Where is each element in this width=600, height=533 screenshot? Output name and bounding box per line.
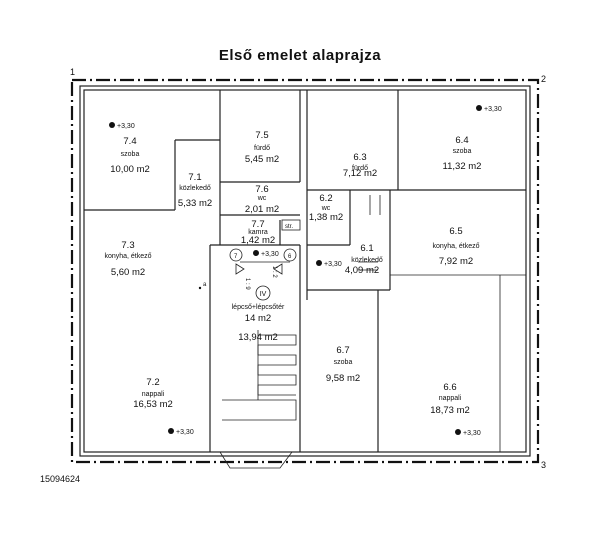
level-mark: +3,30 bbox=[476, 105, 502, 113]
room-area: 1,38 m2 bbox=[309, 212, 343, 223]
outer-wall bbox=[79, 85, 531, 457]
room-area: 7,12 m2 bbox=[343, 168, 377, 179]
stairwell-area: 14 m2 bbox=[245, 313, 271, 324]
stair-flight-label: 1 : 2 bbox=[271, 266, 277, 278]
level-mark-icon bbox=[316, 260, 322, 266]
corner-label: 1 bbox=[70, 67, 75, 77]
document-number: 15094624 bbox=[40, 474, 81, 484]
stair-marker-label: 7 bbox=[234, 254, 238, 260]
room-number: 6.6 bbox=[443, 382, 456, 393]
level-mark-text: +3,30 bbox=[484, 106, 502, 113]
room-name: közlekedő bbox=[179, 185, 211, 192]
elevation-tag: a bbox=[203, 282, 207, 288]
level-mark: +3,30 bbox=[168, 428, 194, 436]
room-number: 7.5 bbox=[255, 130, 268, 141]
stair-landing bbox=[222, 399, 297, 421]
stair-marker bbox=[283, 248, 297, 262]
room-number: 7.2 bbox=[146, 377, 159, 388]
corner-label: 3 bbox=[541, 460, 546, 470]
room-area: 7,92 m2 bbox=[439, 256, 473, 267]
room-name: szoba bbox=[334, 359, 353, 366]
bay-window bbox=[219, 451, 293, 469]
outer-wall-inner bbox=[83, 89, 527, 453]
room-area: 4,09 m2 bbox=[345, 265, 379, 276]
room-number: 7.1 bbox=[188, 172, 201, 183]
room-number: 6.4 bbox=[455, 135, 468, 146]
room-area: 5,33 m2 bbox=[178, 198, 212, 209]
stair-marker bbox=[255, 285, 271, 301]
room-number: 6.1 bbox=[360, 243, 373, 254]
room-name: nappali bbox=[439, 395, 462, 402]
stair-number: IV bbox=[260, 291, 267, 298]
level-mark-icon bbox=[455, 429, 461, 435]
room-name: szoba bbox=[453, 148, 472, 155]
room-area: 16,53 m2 bbox=[133, 399, 173, 410]
level-mark-text: +3,30 bbox=[176, 429, 194, 436]
room-area: 5,60 m2 bbox=[111, 267, 145, 278]
room-name: nappali bbox=[142, 391, 165, 398]
room-area: 18,73 m2 bbox=[430, 405, 470, 416]
room-name: közlekedő bbox=[351, 257, 383, 264]
level-mark-text: +3,30 bbox=[463, 430, 481, 437]
level-mark-icon bbox=[168, 428, 174, 434]
room-name: wc bbox=[321, 205, 331, 212]
level-mark-text: +3,30 bbox=[117, 123, 135, 130]
section-outline bbox=[70, 78, 540, 464]
corner-label: 2 bbox=[541, 74, 546, 84]
room-number: 6.2 bbox=[319, 193, 332, 204]
room-number: 7.4 bbox=[123, 136, 136, 147]
stair-arrow bbox=[235, 263, 245, 275]
room-name: kamra bbox=[248, 229, 268, 236]
stair-marker bbox=[229, 248, 243, 262]
stair-steps bbox=[257, 334, 297, 396]
level-mark: +3,30 bbox=[253, 250, 279, 258]
room-number: 7.7 bbox=[251, 219, 264, 230]
room-number: 7.3 bbox=[121, 240, 134, 251]
room-name: wc bbox=[257, 195, 267, 202]
room-area: 5,45 m2 bbox=[245, 154, 279, 165]
level-mark: +3,30 bbox=[316, 260, 342, 268]
stair-arrow bbox=[273, 263, 283, 275]
room-number: 6.3 bbox=[353, 152, 366, 163]
room-area: 2,01 m2 bbox=[245, 204, 279, 215]
stairwell-area: 13,94 m2 bbox=[238, 332, 278, 343]
room-area: 11,32 m2 bbox=[443, 161, 482, 172]
level-mark-text: +3,30 bbox=[261, 251, 279, 258]
room-area: 1,42 m2 bbox=[241, 235, 275, 246]
stair-flight-label: 1 : 9 bbox=[244, 278, 250, 290]
elevation-dot bbox=[198, 286, 202, 290]
level-mark: +3,30 bbox=[455, 429, 481, 437]
stair-marker-label: 6 bbox=[288, 254, 292, 260]
room-area: 10,00 m2 bbox=[110, 164, 150, 175]
level-mark-icon bbox=[253, 250, 259, 256]
room-number: 6.5 bbox=[449, 226, 462, 237]
storage-box bbox=[281, 219, 301, 231]
plan-title: Első emelet alaprajza bbox=[218, 47, 382, 64]
level-mark-text: +3,30 bbox=[324, 261, 342, 268]
room-number: 6.7 bbox=[336, 345, 349, 356]
level-mark-icon bbox=[476, 105, 482, 111]
room-name: konyha, étkező bbox=[104, 253, 151, 260]
room-number: 7.6 bbox=[255, 184, 268, 195]
stairwell-name: lépcső+lépcsőtér bbox=[232, 304, 285, 311]
level-mark-icon bbox=[109, 122, 115, 128]
room-name: konyha, étkező bbox=[432, 243, 479, 250]
level-mark: +3,30 bbox=[109, 122, 135, 130]
room-name: szoba bbox=[121, 151, 140, 158]
room-name: fürdő bbox=[352, 165, 368, 172]
storage-label: str. bbox=[285, 224, 293, 230]
room-area: 9,58 m2 bbox=[326, 373, 360, 384]
room-name: fürdő bbox=[254, 145, 270, 152]
